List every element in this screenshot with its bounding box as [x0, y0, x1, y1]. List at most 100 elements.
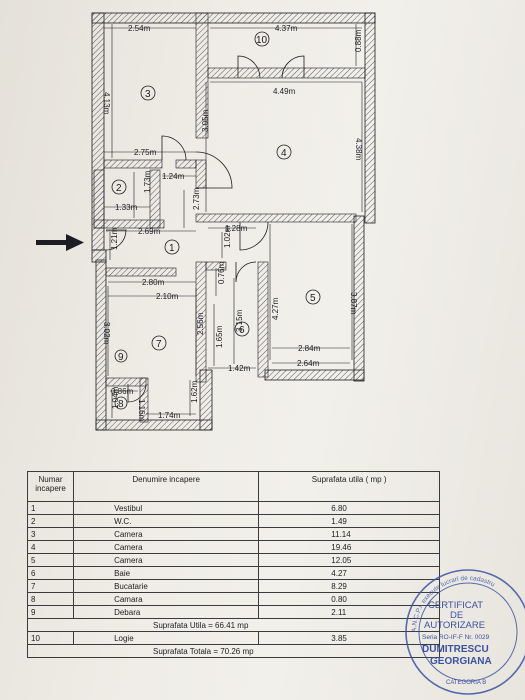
- dim-label: 1.28m: [225, 224, 248, 233]
- room-number: 3: [145, 89, 151, 100]
- table-row: 7 Bucatarie 8.29: [26, 579, 440, 593]
- stamp-line: DE: [450, 610, 463, 621]
- dim-label: 4.37m: [275, 24, 298, 33]
- row-name: Baie: [73, 566, 260, 580]
- dim-label: 3.05m: [201, 109, 210, 132]
- row-number: 8: [26, 592, 75, 606]
- row-number: 5: [26, 553, 75, 567]
- total-area: Suprafata Totala = 70.26 mp: [27, 644, 440, 658]
- room-number: 7: [156, 339, 162, 350]
- dim-label: 1.73m: [143, 170, 152, 193]
- stamp-line: DUMITRESCU: [422, 644, 489, 655]
- room-number: 10: [256, 35, 268, 46]
- table-row: 5 Camera 12.05: [26, 553, 440, 567]
- dim-label: 1.24m: [162, 172, 185, 181]
- total-useful-area: Suprafata Utila = 66.41 mp: [27, 618, 440, 632]
- table-row: 1 Vestibul 6.80: [26, 501, 440, 515]
- dim-label: 2.64m: [297, 359, 320, 368]
- row-name: Debara: [73, 605, 260, 619]
- dim-label: 1.16m: [137, 399, 146, 422]
- dim-label: 1.42m: [228, 364, 251, 373]
- row-number: 4: [26, 540, 75, 554]
- authorization-stamp: A.N.C.P.I. execute lucrari de cadastru C…: [405, 569, 525, 695]
- room-number: 4: [281, 148, 287, 159]
- dim-label: 0.86m: [111, 387, 134, 396]
- dim-label: 4.49m: [273, 87, 296, 96]
- stamp-line: AUTORIZARE: [424, 620, 485, 631]
- row-name: Camara: [73, 592, 260, 606]
- dim-label: 3.15m: [235, 309, 244, 332]
- dim-label: 3.02m: [102, 322, 111, 345]
- dim-label: 2.10m: [156, 292, 179, 301]
- room-number: 8: [118, 399, 124, 410]
- dim-label: 0.88m: [354, 29, 363, 52]
- table-row: 8 Camara 0.80: [26, 592, 440, 606]
- total-area-row: Suprafata Totala = 70.26 mp: [27, 644, 440, 658]
- col-header-name: Denumire incapere: [73, 471, 260, 502]
- dim-label: 4.27m: [271, 297, 280, 320]
- dim-label: 1.33m: [115, 203, 138, 212]
- dim-label: 2.54m: [128, 24, 151, 33]
- room-number: 5: [310, 293, 316, 304]
- col-header-number: Numar incapere: [26, 471, 75, 502]
- table-row: 6 Baie 4.27: [26, 566, 440, 580]
- dim-label: 1.65m: [215, 325, 224, 348]
- dim-label: 4.13m: [102, 92, 111, 115]
- entrance-arrow-icon: [36, 234, 84, 251]
- total-useful-row: Suprafata Utila = 66.41 mp: [27, 618, 440, 632]
- row-number: 9: [26, 605, 75, 619]
- row-name: Vestibul: [73, 501, 260, 515]
- table-row: 3 Camera 11.14: [26, 527, 440, 541]
- row-number: 3: [26, 527, 75, 541]
- table-header-row: Numar incapere Denumire incapere Suprafa…: [26, 471, 440, 502]
- room-markers: [111, 31, 321, 410]
- room-number: 2: [116, 183, 122, 194]
- room-number: 9: [118, 352, 124, 363]
- table-row: 4 Camera 19.46: [26, 540, 440, 554]
- col-header-area: Suprafata utila ( mp ): [258, 471, 440, 502]
- dim-label: 2.80m: [142, 278, 165, 287]
- room-number: 1: [169, 243, 175, 254]
- row-area: 6.80: [258, 501, 440, 515]
- dim-label: 0.76m: [217, 261, 226, 284]
- interior-walls: [93, 12, 366, 423]
- room-number: 6: [239, 325, 245, 336]
- row-area: 19.46: [258, 540, 440, 554]
- row-area: 11.14: [258, 527, 440, 541]
- room-area-table: Numar incapere Denumire incapere Suprafa…: [26, 471, 440, 658]
- stamp-line: GEORGIANA: [430, 656, 492, 667]
- stamp-line: CATEGORIA B: [446, 680, 486, 686]
- dim-label: 1.04m: [111, 386, 120, 409]
- floor-plan: 2.54m 4.37m 0.88m 4.13m 4.49m 3.05m 4.38…: [36, 12, 376, 431]
- row-number: 10: [26, 631, 75, 645]
- row-number: 6: [26, 566, 75, 580]
- row-name: Bucatarie: [73, 579, 260, 593]
- dim-label: 2.69m: [138, 227, 161, 236]
- stamp-line: CERTIFICAT: [428, 600, 483, 611]
- dim-label: 2.84m: [298, 344, 321, 353]
- dim-label: 4.38m: [354, 138, 363, 161]
- dim-label: 2.73m: [192, 187, 201, 210]
- dim-label: 3.87m: [349, 292, 358, 315]
- dim-label: 1.62m: [190, 380, 199, 403]
- row-area: 1.49: [258, 514, 440, 528]
- stamp-seal: A.N.C.P.I. execute lucrari de cadastru: [405, 569, 525, 695]
- row-number: 7: [26, 579, 75, 593]
- stamp-line: Seria RO-IF-F Nr. 0029: [422, 634, 490, 641]
- row-number: 2: [26, 514, 75, 528]
- dimension-lines: [104, 24, 363, 418]
- table-row: 9 Debara 2.11: [26, 605, 440, 619]
- row-name: Logie: [73, 631, 260, 645]
- table-row: 2 W.C. 1.49: [26, 514, 440, 528]
- dim-label: 1.21m: [110, 227, 119, 250]
- row-name: W.C.: [73, 514, 260, 528]
- door-swings: [105, 55, 305, 403]
- dim-label: 2.56m: [196, 312, 205, 335]
- row-area: 12.05: [258, 553, 440, 567]
- dim-label: 2.75m: [134, 148, 157, 157]
- dim-label: 1.74m: [158, 411, 181, 420]
- row-name: Camera: [73, 527, 260, 541]
- row-name: Camera: [73, 553, 260, 567]
- row-number: 1: [26, 501, 75, 515]
- table-row: 10 Logie 3.85: [26, 631, 440, 645]
